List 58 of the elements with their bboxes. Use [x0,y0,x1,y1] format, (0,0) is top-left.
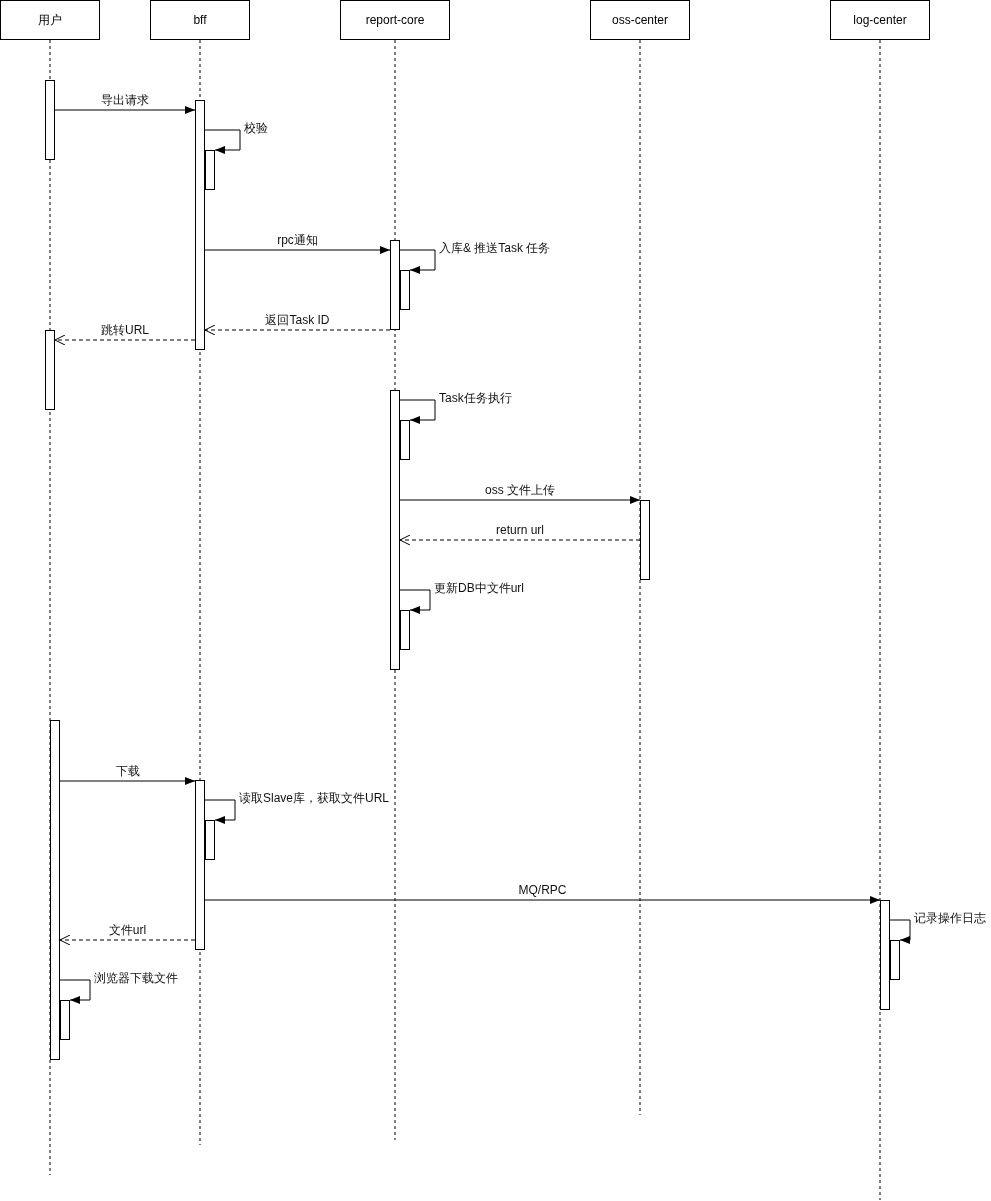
activation-bar [195,780,205,950]
message-label: oss 文件上传 [484,483,556,497]
activation-bar [45,80,55,160]
message-label: 文件url [107,923,148,937]
message-arrow [399,589,431,614]
participant-box [830,0,930,40]
activation-bar [400,420,410,460]
message-label: 入库& 推送Task 任务 [438,241,552,255]
activation-bar [890,940,900,980]
participant-box [0,0,100,40]
participant-name: bff [193,13,207,27]
message-label: 校验 [243,121,269,135]
activation-bar [400,610,410,650]
message-arrow [399,534,641,546]
message-arrow [59,934,196,946]
message-label: 浏览器下载文件 [93,971,179,985]
message-label: 下载 [114,764,141,778]
participant-box [340,0,450,40]
message-arrow [54,334,196,346]
activation-bar [880,900,890,1010]
activation-bar [50,720,60,1060]
participant-name: oss-center [612,13,668,27]
activation-bar [390,240,400,330]
activation-bar [45,330,55,410]
message-label: Task任务执行 [438,391,513,405]
message-arrow [204,799,236,824]
message-label: 导出请求 [100,93,150,107]
participant-box [590,0,690,40]
message-arrow [399,496,641,504]
activation-bar [390,390,400,670]
message-label: 更新DB中文件url [433,581,525,595]
activation-bar [205,820,215,860]
activation-bar [400,270,410,310]
message-arrow [59,979,91,1004]
participant-box [150,0,250,40]
message-arrow [59,777,196,785]
activation-bar [195,100,205,350]
participant-name: log-center [853,13,907,27]
message-label: 跳转URL [100,323,150,337]
message-arrow [399,399,436,424]
message-label: return url [495,523,545,537]
participant-name: report-core [365,13,425,27]
message-label: rpc通知 [276,233,319,247]
message-label: 返回Task ID [264,313,331,327]
message-label: 记录操作日志 [913,911,987,925]
message-arrow [204,324,391,336]
message-arrow [204,129,241,154]
message-label: MQ/RPC [517,883,568,897]
message-label: 读取Slave库，获取文件URL [238,791,391,805]
activation-bar [205,150,215,190]
message-arrow [54,106,196,114]
message-arrow [889,919,911,944]
message-arrow [204,246,391,254]
message-arrow [204,896,881,904]
participant-name: 用户 [38,11,62,29]
activation-bar [60,1000,70,1040]
activation-bar [640,500,650,580]
message-arrow [399,249,436,274]
